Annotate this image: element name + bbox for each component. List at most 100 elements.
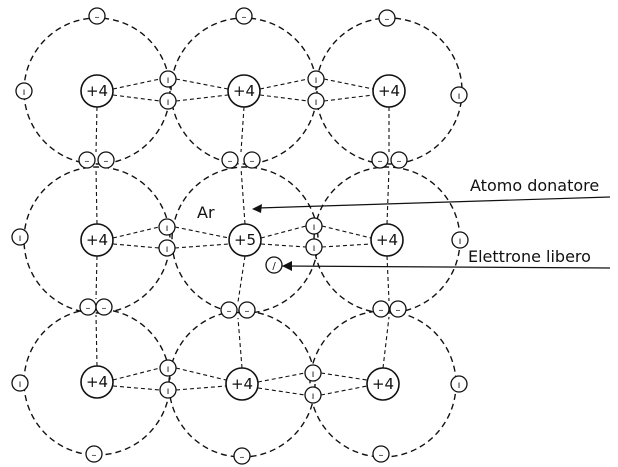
donor-atom-callout: Atomo donatore [252, 176, 611, 213]
bond-line [386, 167, 390, 225]
lattice-nucleus: +4 [372, 74, 406, 108]
free-electron-symbol: / [272, 261, 276, 272]
electron-symbol: – [92, 450, 97, 461]
donor-atom-label: Atomo donatore [470, 176, 599, 195]
bond-electron: – [78, 151, 96, 169]
nucleus-charge: +4 [376, 231, 398, 249]
bond-electron: – [97, 151, 115, 169]
bond-electron: ı [158, 218, 176, 236]
valence-electron: – [378, 9, 396, 27]
valence-electron: – [372, 445, 390, 463]
bond-line [240, 167, 246, 225]
electron-symbol: ı [166, 244, 169, 255]
lattice-nucleus: +4 [366, 367, 400, 401]
electron-symbol: ı [167, 386, 170, 397]
electron-symbol: ı [312, 391, 315, 402]
electron-symbol: – [242, 12, 247, 23]
bond-electron: – [372, 300, 390, 318]
bond-electron: – [389, 300, 407, 318]
nucleus-charge: +4 [372, 375, 394, 393]
bond-electron: – [238, 301, 256, 319]
bond-line [260, 243, 307, 248]
valence-electron: ı [11, 228, 29, 246]
bond-electron: ı [305, 217, 323, 235]
bond-line [112, 243, 160, 249]
bond-electron: – [79, 298, 97, 316]
donor-callout-arrowhead [252, 204, 262, 213]
bond-electron: – [371, 151, 389, 169]
electron-symbol: – [85, 156, 90, 167]
electron-symbol: – [95, 12, 100, 23]
covalent-bond-lines [95, 78, 390, 396]
electron-symbol: – [396, 305, 401, 316]
electron-symbol: ı [313, 243, 316, 254]
bond-electron: ı [307, 70, 325, 88]
bond-line [386, 255, 390, 302]
electron-symbol: ı [458, 91, 461, 102]
bond-line [321, 225, 372, 239]
lattice-nucleus: +4 [227, 74, 261, 108]
bond-electron: – [95, 298, 113, 316]
bond-line [257, 372, 306, 383]
valence-electron: ı [450, 375, 468, 393]
bond-electron: ı [305, 238, 323, 256]
nucleus-charge: +4 [86, 231, 108, 249]
bond-electron: ı [159, 70, 177, 88]
valence-electron: – [233, 447, 251, 465]
bond-electron: ı [159, 359, 177, 377]
electron-symbol: ı [167, 97, 170, 108]
bond-line [112, 78, 161, 90]
electron-symbol: – [227, 306, 232, 317]
valence-electron: ı [451, 231, 469, 249]
bond-line [323, 78, 374, 90]
lattice-nucleus: +4 [225, 367, 259, 401]
electron-symbol: – [102, 303, 107, 314]
electron-symbol: ı [19, 233, 22, 244]
valence-electron: – [88, 7, 106, 25]
electron-symbol: ı [315, 75, 318, 86]
electron-symbol: – [378, 156, 383, 167]
electron-symbol: ı [19, 379, 22, 390]
electron-symbol: – [228, 156, 233, 167]
bond-electron: ı [304, 386, 322, 404]
valence-electron: – [235, 7, 253, 25]
free-electron: / [265, 256, 283, 274]
bond-line [237, 255, 246, 303]
bond-electron: – [243, 151, 261, 169]
electron-symbol: ı [167, 364, 170, 375]
nucleus-charge: +4 [231, 375, 253, 393]
bond-electron: – [221, 151, 239, 169]
valence-electron: ı [450, 86, 468, 104]
nucleus-charge: +4 [378, 82, 400, 100]
bond-electron: ı [159, 92, 177, 110]
bond-line [382, 316, 390, 369]
free-electron-callout-arrowhead [282, 261, 292, 271]
nucleus-charge: +4 [86, 82, 108, 100]
bond-electron: – [390, 151, 408, 169]
bond-line [112, 367, 161, 381]
valence-electron: ı [11, 374, 29, 392]
free-electron-label: Elettrone libero [468, 247, 591, 266]
bond-electron: ı [158, 239, 176, 257]
valence-electron: ı [15, 82, 33, 100]
electron-symbol: – [397, 156, 402, 167]
electron-symbol: – [385, 14, 390, 25]
electron-symbol: – [250, 156, 255, 167]
valence-electron: – [85, 445, 103, 463]
electron-symbol: – [379, 450, 384, 461]
bond-line [257, 387, 306, 396]
electron-symbol: – [245, 306, 250, 317]
electron-symbol: ı [459, 236, 462, 247]
electron-symbol: ı [313, 222, 316, 233]
bond-line [112, 385, 161, 391]
nucleus-charge: +5 [234, 231, 256, 249]
lattice-nucleus: +4 [80, 74, 114, 108]
bond-line [259, 78, 309, 90]
bond-line [175, 78, 229, 90]
bond-line [175, 385, 227, 391]
bond-line [175, 94, 229, 102]
bond-line [95, 255, 98, 300]
bond-line [320, 372, 368, 381]
bond-line [321, 243, 372, 248]
